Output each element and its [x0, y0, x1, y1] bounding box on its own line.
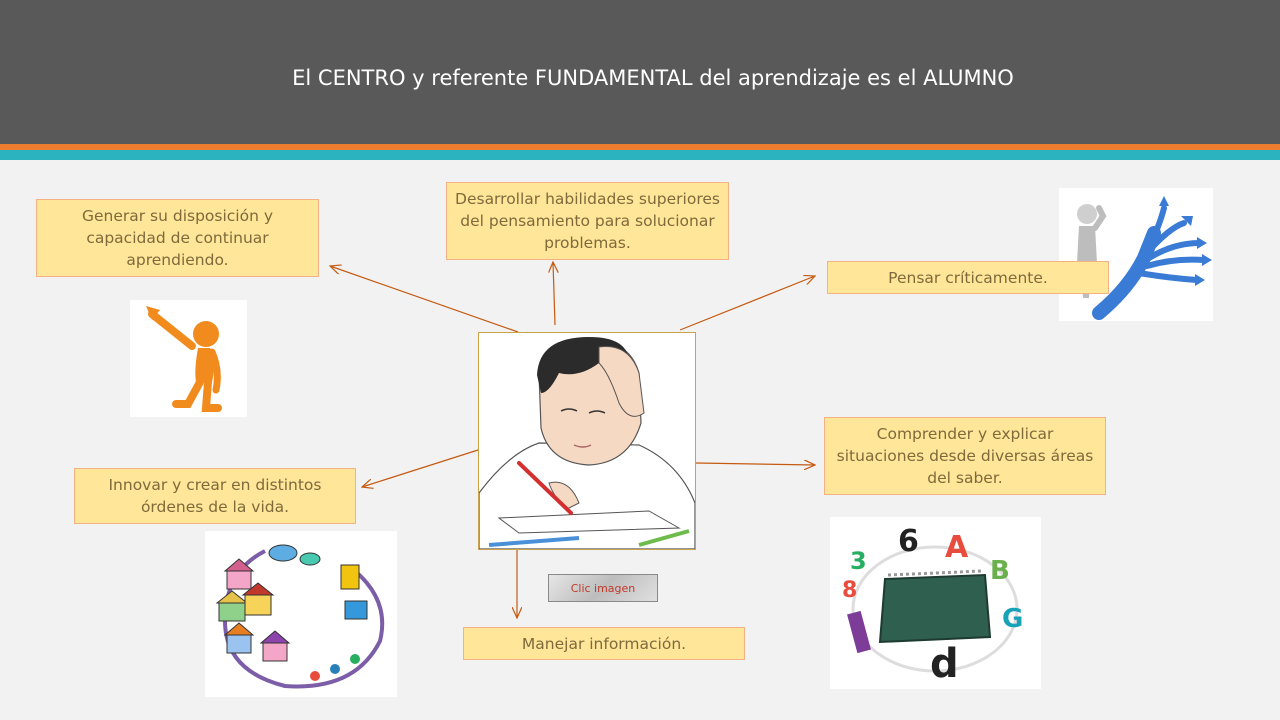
box-generar: Generar su disposición y capacidad de co… — [36, 199, 319, 277]
digit-three: 3 — [850, 547, 867, 575]
arrow-to-desarrollar — [553, 262, 555, 326]
village-network-icon — [215, 544, 385, 689]
thinking-figure-image — [1059, 188, 1213, 321]
pointing-figure-icon — [146, 306, 222, 412]
letter-a: A — [945, 530, 969, 565]
box-pensar: Pensar críticamente. — [827, 261, 1109, 294]
clic-imagen-button[interactable]: Clic imagen — [548, 574, 658, 602]
student-image[interactable] — [478, 332, 696, 550]
letter-d: d — [930, 641, 959, 687]
accent-bar-teal — [0, 150, 1280, 160]
letter-b: B — [990, 556, 1010, 586]
pointing-figure-image — [130, 300, 247, 417]
header-bar — [0, 0, 1280, 144]
accent-bar-orange — [0, 144, 1280, 150]
box-innovar: Innovar y crear en distintos órdenes de … — [74, 468, 356, 524]
arrow-to-generar — [330, 266, 519, 333]
box-manejar: Manejar información. — [463, 627, 745, 660]
student-writing-icon — [479, 337, 695, 549]
slide-title: El CENTRO y referente FUNDAMENTAL del ap… — [292, 66, 1014, 90]
notebook-letters-icon: 6 A B 3 8 G d — [842, 524, 1023, 687]
notebook-letters-image: 6 A B 3 8 G d — [830, 517, 1041, 689]
box-desarrollar: Desarrollar habilidades superiores del p… — [446, 182, 729, 260]
box-comprender: Comprender y explicar situaciones desde … — [824, 417, 1106, 495]
digit-six: 6 — [898, 524, 919, 559]
arrow-to-comprender — [695, 463, 815, 465]
village-network-image — [205, 531, 397, 697]
arrow-to-innovar — [362, 449, 479, 487]
thinking-figure-icon — [1077, 196, 1212, 320]
arrow-to-pensar — [679, 276, 815, 331]
digit-eight: 8 — [842, 578, 857, 603]
letter-g: G — [1002, 604, 1023, 634]
